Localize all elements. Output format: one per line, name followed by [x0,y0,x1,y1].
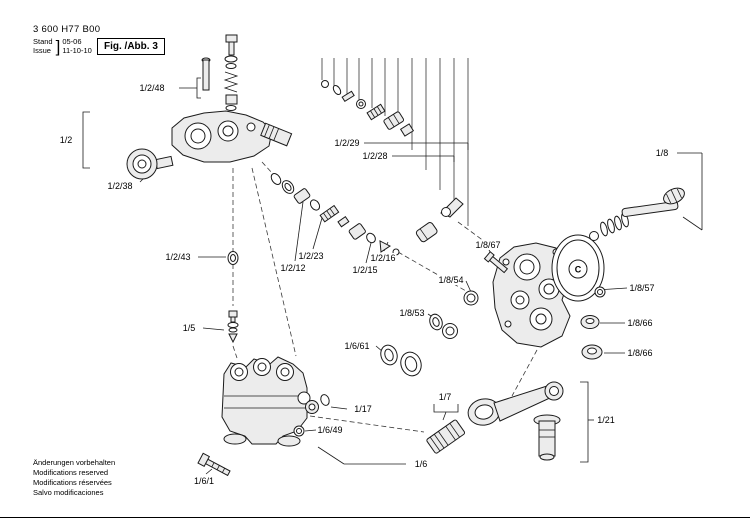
pump-housing-drawing [492,242,571,348]
bolt-1-6-1-drawing [197,452,231,477]
leader-comb-lines [321,58,469,226]
pump-head-drawing [126,34,293,180]
connecting-rod-drawing [467,381,564,426]
section-marker-c: C [568,259,588,279]
small-seals-right-drawing [580,286,606,360]
figure-label: Fig. /Abb. 3 [97,38,165,55]
legal-note-line: Modifications réservées [33,478,112,487]
seal-rings-drawing [380,290,479,377]
callout-leader-lines [82,77,703,475]
stand-value: 05-06 [62,37,82,46]
stand-label: Stand [33,37,53,46]
plug-1-17-drawing [305,394,330,414]
pin-1-2-48-drawing [202,59,210,91]
bolt-1-8-67-drawing [483,251,509,274]
ring-1-6-49-drawing [293,425,305,437]
figure-label-text: Fig. /Abb. 3 [104,41,158,52]
valve-parts-row-top [321,80,415,137]
brace-glyph: ] [55,36,61,56]
fitting-1-7-drawing [426,419,466,454]
issue-value: 11-10-10 [62,46,92,55]
piston-parts-row-middle [270,173,400,256]
stand-issue-block: Stand Issue ] 05-06 11-10-10 [33,37,100,55]
crankcase-drawing [221,356,311,447]
o-ring-1-2-43-drawing [227,251,239,265]
legal-note-line: Salvo modificaciones [33,488,104,497]
section-marker-c-text: C [575,265,582,275]
spring-top-drawing [223,71,239,93]
legal-note-line: Änderungen vorbehalten [33,458,116,467]
valve-1-5-drawing [227,310,239,344]
page-bottom-rule [0,517,750,518]
title-block: 3 600 H77 B00 Stand Issue ] 05-06 11-10-… [33,24,100,55]
issue-label: Issue [33,46,51,55]
outlet-port-drawing [260,122,293,147]
document-number: 3 600 H77 B00 [33,24,101,35]
spring-rod-drawing [589,187,685,241]
legal-notes: Änderungen vorbehalten Modifications res… [33,458,115,498]
clip-and-valve-parts [415,197,464,243]
legal-note-line: Modifications reserved [33,468,109,477]
plunger-drawing [533,414,561,461]
